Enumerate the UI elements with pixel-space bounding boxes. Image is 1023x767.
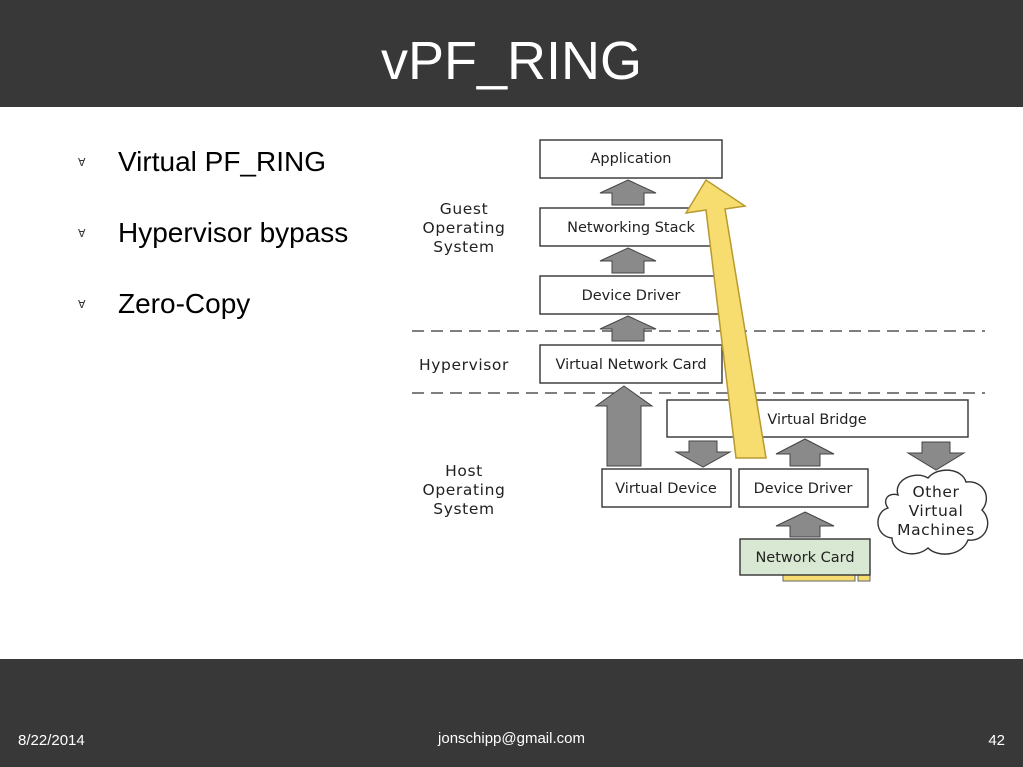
- virtual-device-label: Virtual Device: [615, 481, 717, 497]
- bullet-text: Virtual PF_RING: [118, 146, 326, 177]
- cloud-label-line: Virtual: [909, 502, 964, 520]
- networking-stack-label: Networking Stack: [567, 220, 695, 236]
- bypass-arrow-icon: [684, 178, 767, 459]
- down-arrow-icon: [674, 440, 732, 468]
- network-card-box: [739, 538, 871, 576]
- guest-device-driver-label: Device Driver: [582, 288, 681, 304]
- guest-label-line: Guest: [440, 200, 489, 218]
- bullet-text: Hypervisor bypass: [118, 217, 349, 248]
- application-label: Application: [590, 151, 671, 167]
- host-label-line: Host: [445, 462, 483, 480]
- host-device-driver-label: Device Driver: [754, 481, 853, 497]
- page-number: 42: [988, 732, 1005, 749]
- slide-footer: [0, 659, 1023, 767]
- down-arrow-icon: [906, 441, 966, 471]
- virtual-network-card-label: Virtual Network Card: [555, 357, 706, 373]
- hypervisor-label: Hypervisor: [419, 356, 509, 374]
- application-box: [539, 139, 723, 179]
- up-arrow-icon: [775, 438, 835, 467]
- guest-label-line: System: [433, 238, 494, 256]
- up-arrow-icon: [599, 179, 657, 206]
- cloud-label-line: Machines: [897, 521, 975, 539]
- bullet-marker-icon: Ɐ: [78, 299, 86, 311]
- slide-header: [0, 0, 1023, 107]
- network-card-label: Network Card: [755, 550, 854, 566]
- footer-date: 8/22/2014: [18, 732, 85, 749]
- host-device-driver-box: [738, 468, 869, 508]
- virtual-bridge-label: Virtual Bridge: [767, 412, 866, 428]
- up-arrow-icon: [599, 247, 657, 274]
- other-vms-cloud: [877, 469, 989, 555]
- up-arrow-icon: [599, 315, 657, 342]
- slide-title: vPF_RING: [380, 31, 643, 91]
- virtual-device-box: [601, 468, 732, 508]
- guest-label-line: Operating: [423, 219, 506, 237]
- cloud-label-line: Other: [912, 483, 959, 501]
- virtual-network-card-box: [539, 344, 723, 384]
- bullet-text: Zero-Copy: [118, 288, 251, 319]
- bullet-marker-icon: Ɐ: [78, 157, 86, 169]
- bullet-marker-icon: Ɐ: [78, 228, 86, 240]
- host-label-line: Operating: [423, 481, 506, 499]
- up-arrow-icon: [594, 385, 654, 467]
- up-arrow-icon: [775, 511, 835, 538]
- networking-stack-box: [539, 207, 723, 247]
- footer-email: jonschipp@gmail.com: [438, 730, 585, 747]
- host-label-line: System: [433, 500, 494, 518]
- virtual-bridge-box: [666, 399, 969, 438]
